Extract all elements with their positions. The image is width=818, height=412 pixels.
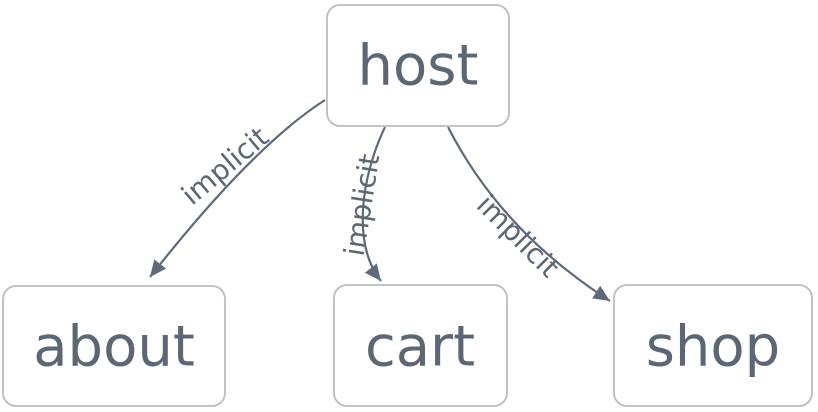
edge-label-host-cart: implicit bbox=[338, 152, 387, 258]
edge-host-shop: implicit bbox=[447, 126, 611, 302]
edge-label-host-about: implicit bbox=[175, 120, 275, 211]
node-label-shop: shop bbox=[646, 315, 780, 380]
edge-label-host-shop: implicit bbox=[470, 188, 566, 284]
node-box-cart bbox=[333, 284, 508, 407]
edge-path-host-about bbox=[149, 99, 326, 278]
node-cart: cart bbox=[333, 284, 508, 407]
node-box-about bbox=[2, 285, 226, 407]
node-label-about: about bbox=[33, 315, 195, 380]
node-shop: shop bbox=[613, 284, 813, 407]
edge-path-host-shop bbox=[447, 126, 611, 302]
edge-host-cart: implicit bbox=[338, 126, 387, 282]
node-label-host: host bbox=[358, 34, 479, 99]
node-host: host bbox=[326, 4, 510, 127]
node-box-host bbox=[326, 4, 510, 127]
node-about: about bbox=[2, 285, 226, 407]
edge-path-host-cart bbox=[361, 126, 386, 282]
node-label-cart: cart bbox=[365, 315, 475, 380]
node-box-shop bbox=[613, 284, 813, 407]
edge-host-about: implicit bbox=[149, 99, 326, 278]
